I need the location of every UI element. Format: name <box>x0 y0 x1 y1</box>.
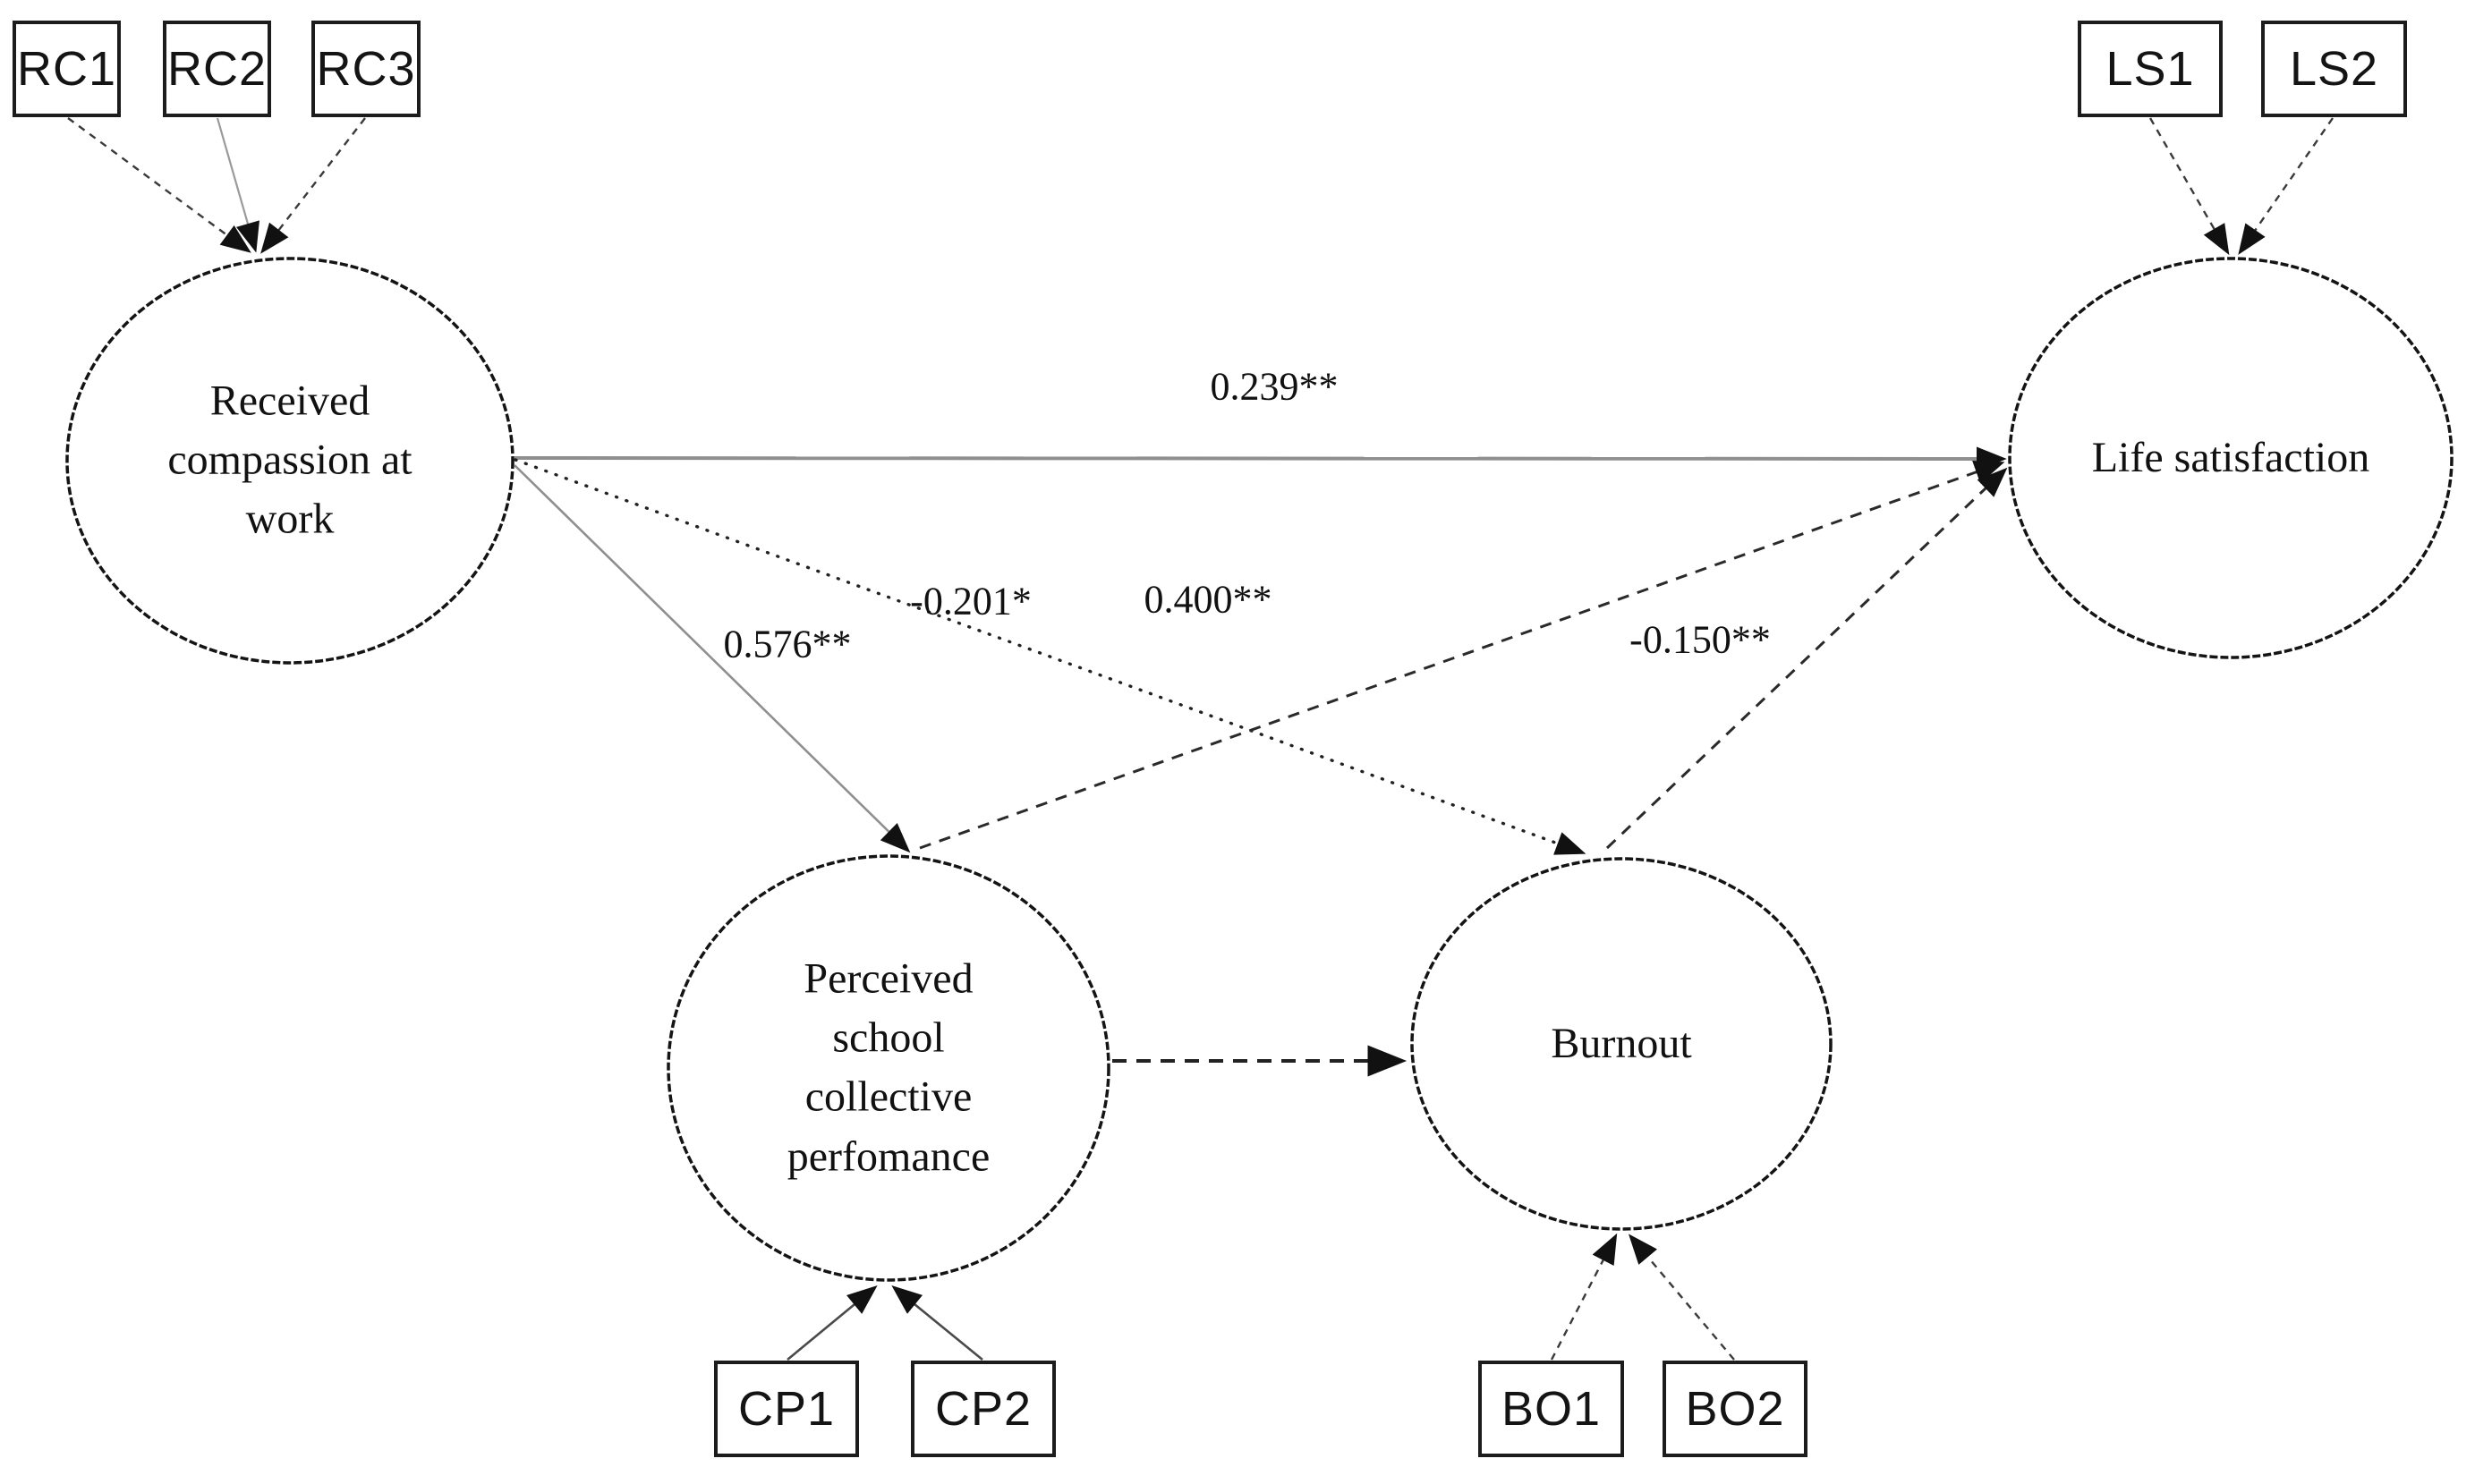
latent-label-burnout: Burnout <box>1551 1019 1692 1067</box>
path-coefficient-rc-to-bo: -0.201* <box>910 579 1032 623</box>
path-line-rc-to-cp <box>514 464 911 853</box>
loading-line-rc3 <box>260 117 366 254</box>
indicator-box-bo1: BO1 <box>1478 1361 1624 1457</box>
indicator-box-cp2: CP2 <box>911 1361 1056 1457</box>
path-line-rc-to-ls <box>514 446 2007 471</box>
path-coefficient-cp-to-ls: 0.400** <box>1144 577 1272 622</box>
loading-line-cp2 <box>891 1285 983 1361</box>
loading-line-bo2 <box>1628 1234 1735 1361</box>
indicator-box-cp1: CP1 <box>714 1361 859 1457</box>
path-line-cp-to-ls <box>919 461 2005 850</box>
loading-line-ls2 <box>2238 117 2334 255</box>
path-coefficient-rc-to-ls: 0.239** <box>1210 364 1339 409</box>
loading-line-rc2 <box>216 117 259 253</box>
path-line-rc-to-bo <box>514 458 1586 855</box>
indicator-box-rc1: RC1 <box>13 21 121 117</box>
indicator-box-rc2: RC2 <box>163 21 271 117</box>
latent-ellipse-life-satisfaction <box>2008 257 2454 659</box>
indicator-box-ls1: LS1 <box>2078 21 2223 117</box>
indicator-box-bo2: BO2 <box>1663 1361 1807 1457</box>
latent-ellipse-burnout <box>1410 857 1833 1231</box>
latent-ellipse-received-compassion <box>65 257 515 665</box>
latent-label-received-compassion: Received compassion at work <box>167 377 412 544</box>
latent-ellipse-perceived-school <box>667 854 1110 1282</box>
latent-label-perceived-school: Perceived school collective perfomance <box>787 954 991 1181</box>
latent-label-life-satisfaction: Life satisfaction <box>2091 433 2370 481</box>
loading-line-cp1 <box>787 1285 878 1361</box>
path-coefficient-rc-to-cp: 0.576** <box>723 622 852 666</box>
path-line-bo-to-ls <box>1605 467 2008 850</box>
loading-line-ls1 <box>2148 117 2230 256</box>
loading-line-bo1 <box>1550 1233 1618 1361</box>
loading-line-rc1 <box>67 117 251 253</box>
indicator-box-ls2: LS2 <box>2261 21 2407 117</box>
path-coefficient-bo-to-ls: -0.150** <box>1629 617 1771 662</box>
indicator-box-rc3: RC3 <box>311 21 421 117</box>
